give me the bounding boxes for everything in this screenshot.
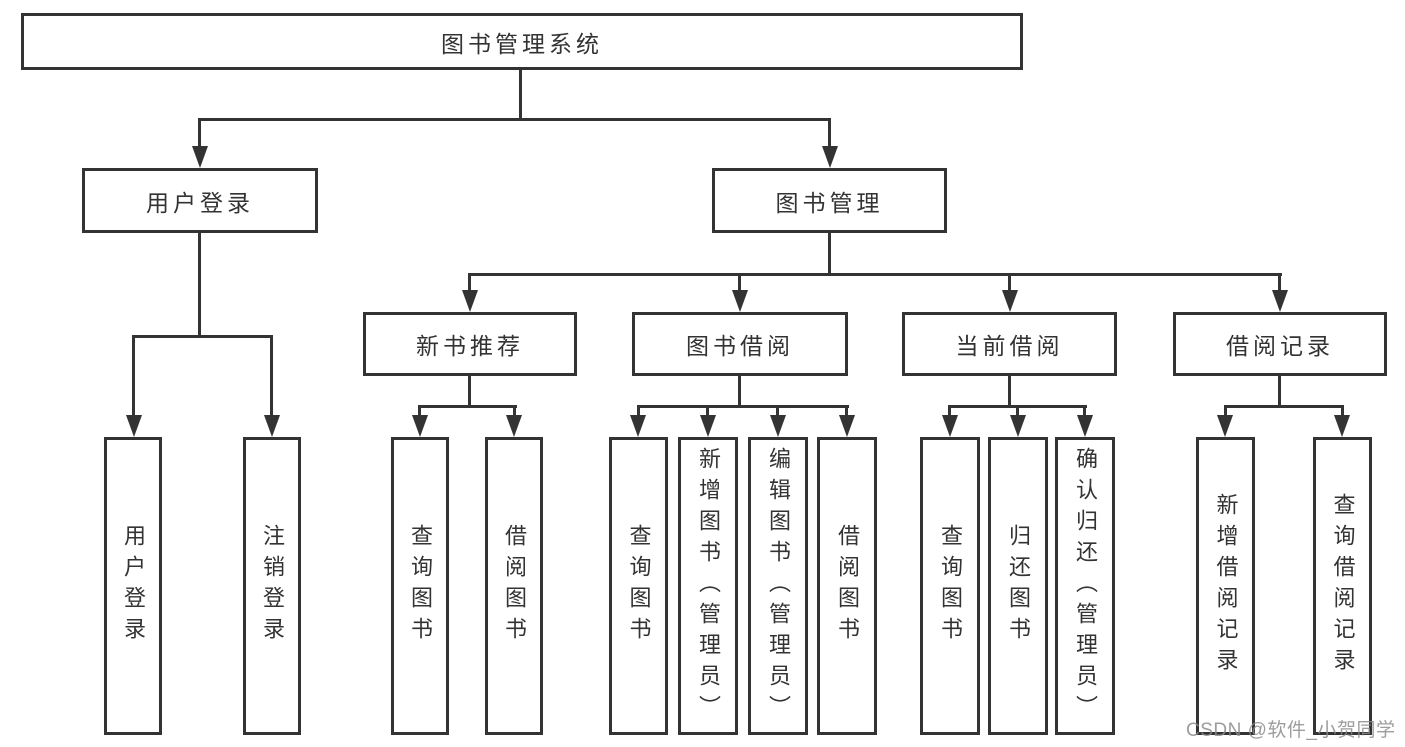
connector-line bbox=[1008, 273, 1011, 294]
connector-line bbox=[637, 405, 849, 408]
node-new-books-label: 新书推荐 bbox=[416, 333, 524, 359]
arrowhead-icon bbox=[412, 415, 428, 437]
node-book-mgmt: 图书管理 bbox=[712, 168, 947, 233]
arrowhead-icon bbox=[822, 146, 838, 168]
connector-line bbox=[468, 376, 471, 405]
connector-line bbox=[418, 405, 517, 408]
node-leaf-logout: 注销登录 bbox=[243, 437, 301, 735]
connector-line bbox=[468, 273, 471, 294]
connector-line bbox=[1278, 273, 1281, 294]
connector-line bbox=[1341, 405, 1344, 419]
connector-line bbox=[132, 335, 135, 419]
arrowhead-icon bbox=[1334, 415, 1350, 437]
node-user-login-label: 用户登录 bbox=[146, 189, 254, 216]
csdn-watermark: CSDN @软件_小贺同学 bbox=[1186, 720, 1396, 741]
arrowhead-icon bbox=[839, 415, 855, 437]
node-leaf-cb-query: 查询图书 bbox=[920, 437, 980, 735]
arrowhead-icon bbox=[126, 415, 142, 437]
arrowhead-icon bbox=[506, 415, 522, 437]
node-root-label: 图书管理系统 bbox=[441, 30, 603, 57]
node-leaf-bb-query: 查询图书 bbox=[609, 437, 668, 735]
node-leaf-cb-return: 归还图书 bbox=[988, 437, 1048, 735]
node-leaf-bb-query-label: 查询图书 bbox=[626, 524, 652, 648]
connector-line bbox=[198, 233, 201, 335]
arrowhead-icon bbox=[630, 415, 646, 437]
arrowhead-icon bbox=[462, 290, 478, 312]
connector-line bbox=[519, 70, 522, 118]
connector-line bbox=[1278, 376, 1281, 405]
connector-line bbox=[198, 118, 201, 150]
node-borrow-records: 借阅记录 bbox=[1173, 312, 1387, 376]
connector-line bbox=[776, 405, 779, 419]
connector-line bbox=[637, 405, 640, 419]
arrowhead-icon bbox=[1217, 415, 1233, 437]
connector-line bbox=[513, 405, 516, 419]
arrowhead-icon bbox=[1002, 290, 1018, 312]
arrowhead-icon bbox=[1010, 415, 1026, 437]
connector-line bbox=[1083, 405, 1086, 419]
node-book-borrow-label: 图书借阅 bbox=[686, 333, 794, 359]
arrowhead-icon bbox=[732, 290, 748, 312]
connector-line bbox=[1016, 405, 1019, 419]
node-leaf-nb-query-label: 查询图书 bbox=[408, 524, 433, 648]
node-user-login: 用户登录 bbox=[82, 168, 318, 233]
connector-line bbox=[828, 118, 831, 150]
node-leaf-br-add-label: 新增借阅记录 bbox=[1213, 493, 1239, 679]
connector-line bbox=[738, 273, 741, 294]
arrowhead-icon bbox=[1077, 415, 1093, 437]
arrowhead-icon bbox=[770, 415, 786, 437]
node-leaf-cb-confirm: 确认归还（管理员） bbox=[1055, 437, 1115, 735]
node-borrow-records-label: 借阅记录 bbox=[1226, 333, 1334, 359]
node-leaf-bb-edit-label: 编辑图书（管理员） bbox=[766, 446, 791, 726]
node-book-borrow: 图书借阅 bbox=[632, 312, 848, 376]
node-leaf-cb-confirm-label: 确认归还（管理员） bbox=[1073, 446, 1098, 726]
arrowhead-icon bbox=[192, 146, 208, 168]
node-leaf-nb-borrow: 借阅图书 bbox=[485, 437, 543, 735]
node-leaf-bb-borrow: 借阅图书 bbox=[817, 437, 877, 735]
node-leaf-br-add: 新增借阅记录 bbox=[1196, 437, 1255, 735]
node-leaf-user-login-label: 用户登录 bbox=[121, 524, 146, 648]
node-leaf-nb-query: 查询图书 bbox=[391, 437, 449, 735]
connector-line bbox=[418, 405, 421, 419]
connector-line bbox=[948, 405, 951, 419]
connector-line bbox=[468, 273, 1282, 276]
node-leaf-bb-borrow-label: 借阅图书 bbox=[835, 524, 860, 648]
node-new-books: 新书推荐 bbox=[363, 312, 577, 376]
connector-line bbox=[132, 335, 273, 338]
connector-line bbox=[1224, 405, 1227, 419]
node-current-borrow-label: 当前借阅 bbox=[955, 333, 1064, 359]
arrowhead-icon bbox=[264, 415, 280, 437]
connector-line bbox=[828, 233, 831, 273]
arrowhead-icon bbox=[1272, 290, 1288, 312]
node-leaf-user-login: 用户登录 bbox=[104, 437, 162, 735]
node-leaf-bb-add-label: 新增图书（管理员） bbox=[696, 446, 721, 726]
connector-line bbox=[1224, 405, 1344, 408]
node-book-mgmt-label: 图书管理 bbox=[775, 189, 884, 216]
node-leaf-cb-return-label: 归还图书 bbox=[1006, 524, 1031, 648]
connector-line bbox=[738, 376, 741, 405]
node-leaf-bb-add: 新增图书（管理员） bbox=[678, 437, 738, 735]
node-leaf-nb-borrow-label: 借阅图书 bbox=[502, 524, 527, 648]
node-current-borrow: 当前借阅 bbox=[902, 312, 1117, 376]
node-root: 图书管理系统 bbox=[21, 13, 1023, 70]
connector-line bbox=[706, 405, 709, 419]
node-leaf-bb-edit: 编辑图书（管理员） bbox=[748, 437, 808, 735]
arrowhead-icon bbox=[700, 415, 716, 437]
connector-line bbox=[270, 335, 273, 419]
node-leaf-logout-label: 注销登录 bbox=[260, 524, 285, 648]
connector-line bbox=[845, 405, 848, 419]
arrowhead-icon bbox=[942, 415, 958, 437]
node-leaf-cb-query-label: 查询图书 bbox=[938, 524, 963, 648]
connector-line bbox=[1008, 376, 1011, 405]
node-leaf-br-query: 查询借阅记录 bbox=[1313, 437, 1372, 735]
connector-line bbox=[198, 118, 831, 121]
node-leaf-br-query-label: 查询借阅记录 bbox=[1330, 493, 1356, 679]
